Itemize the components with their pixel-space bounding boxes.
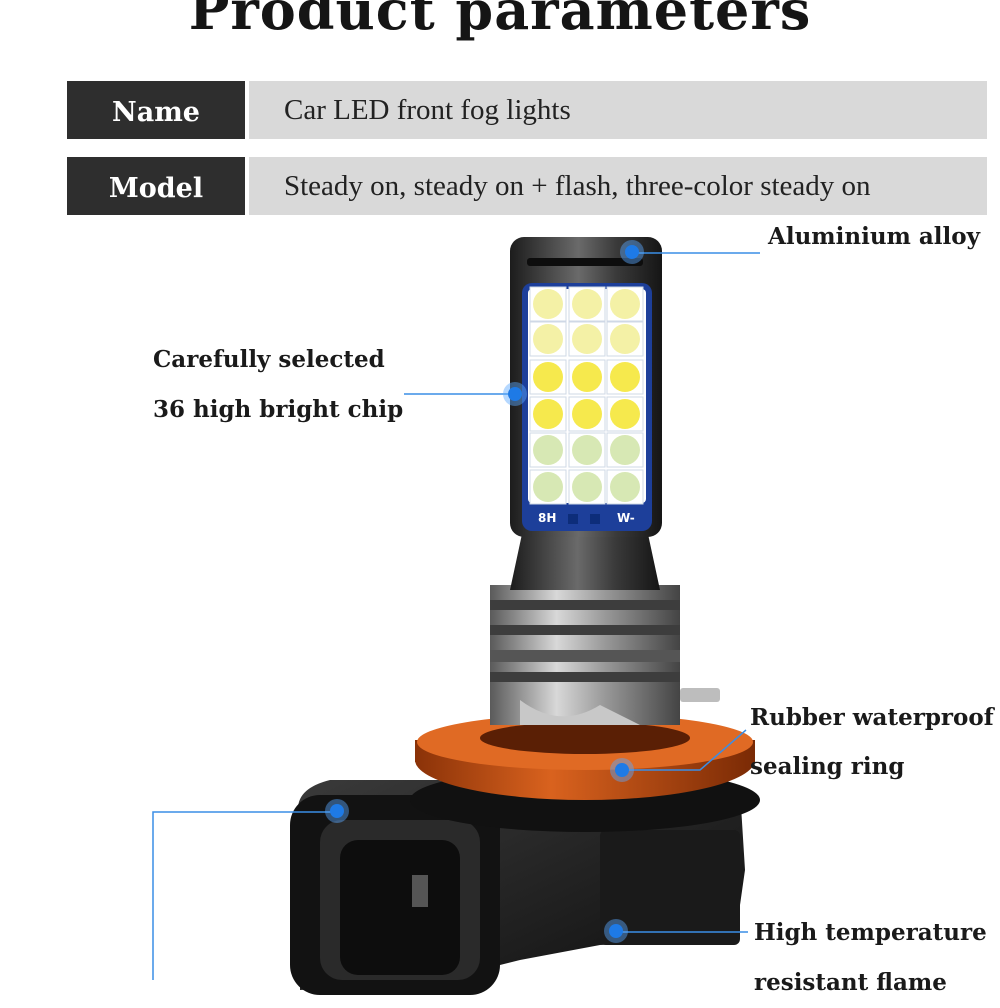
led-chip (610, 289, 640, 319)
callout-chip-line2: 36 high bright chip (153, 396, 404, 423)
led-chip-grid (529, 286, 644, 505)
chip-label-right: W- (617, 511, 635, 525)
led-chip (610, 399, 640, 429)
param-row-name: Name Car LED front fog lights (67, 81, 987, 139)
led-chip (610, 435, 640, 465)
callout-flame-line1: High temperature (754, 919, 987, 946)
led-chip (572, 362, 602, 392)
callout-flame-line2: resistant flame (754, 969, 947, 996)
led-chip (572, 324, 602, 354)
callout-dots (325, 240, 644, 943)
led-chip (610, 324, 640, 354)
callout-ring-line1: Rubber waterproof (750, 704, 994, 731)
connector-base (290, 780, 745, 995)
callout-ring-line2: sealing ring (750, 753, 905, 780)
led-chip (610, 472, 640, 502)
led-chip (572, 472, 602, 502)
metal-collar (490, 585, 720, 725)
led-chip (533, 362, 563, 392)
led-chip (533, 289, 563, 319)
led-chip (533, 399, 563, 429)
param-label-name: Name (67, 81, 245, 139)
callout-aluminium: Aluminium alloy (768, 223, 980, 250)
led-chip (533, 324, 563, 354)
led-chip (610, 362, 640, 392)
callout-lines (152, 252, 760, 980)
callout-chip-line1: Carefully selected (153, 346, 385, 373)
led-chip (533, 472, 563, 502)
chip-label-left: 8H (538, 511, 556, 525)
param-value-name: Car LED front fog lights (249, 81, 987, 139)
led-chip (572, 289, 602, 319)
sealing-ring (410, 714, 760, 832)
led-chip (533, 435, 563, 465)
led-head: 8H W- (510, 237, 662, 537)
param-label-model: Model (67, 157, 245, 215)
param-value-model: Steady on, steady on + flash, three-colo… (249, 157, 987, 215)
led-chip (572, 399, 602, 429)
page-title: Product parameters (188, 0, 812, 42)
led-chip (572, 435, 602, 465)
param-row-model: Model Steady on, steady on + flash, thre… (67, 157, 987, 215)
